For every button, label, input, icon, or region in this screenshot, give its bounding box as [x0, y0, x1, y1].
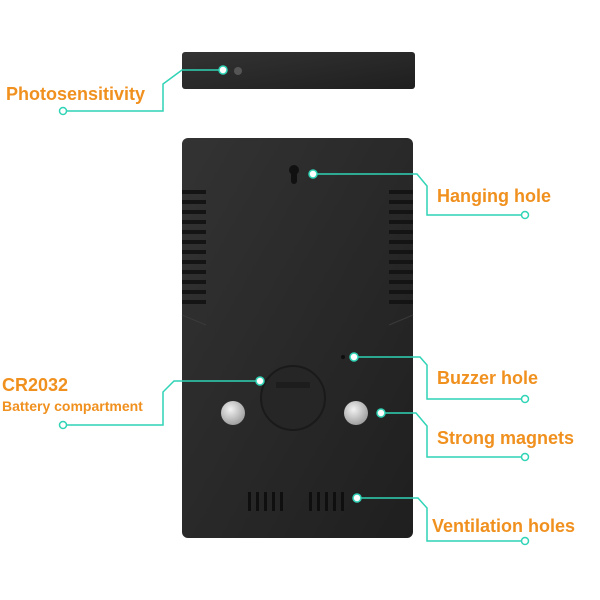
- buzzer-hole-icon: [341, 355, 345, 359]
- label-battery-compartment: Battery compartment: [2, 398, 143, 414]
- label-photosensitivity: Photosensitivity: [6, 84, 146, 104]
- battery-compartment-icon: [260, 365, 326, 431]
- keyhole-icon: [289, 165, 299, 184]
- label-battery-model: CR2032: [2, 375, 69, 395]
- leader-dots: [58, 65, 530, 546]
- light-sensor-icon: [234, 67, 242, 75]
- magnet-left-icon: [221, 401, 245, 425]
- side-vents-left: [182, 190, 206, 304]
- leader-lines: [63, 69, 525, 542]
- side-vents-right: [389, 190, 413, 304]
- device-back-view: [182, 138, 413, 538]
- label-strong-magnets: Strong magnets: [437, 428, 575, 448]
- bottom-vents: [248, 492, 344, 511]
- label-hanging-hole: Hanging hole: [437, 186, 551, 206]
- label-ventilation-holes: Ventilation holes: [432, 516, 576, 536]
- magnet-right-icon: [344, 401, 368, 425]
- label-buzzer-hole: Buzzer hole: [437, 368, 539, 388]
- device-top-edge-view: [182, 52, 415, 89]
